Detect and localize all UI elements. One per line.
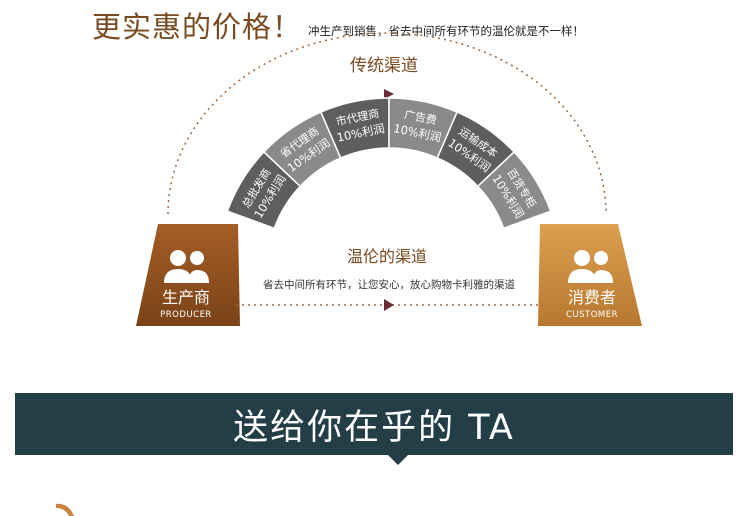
customer-block: 消费者 CUSTOMER [538, 224, 642, 326]
headline-subtitle: 冲生产到销售，省去中间所有环节的温伦就是不一样！ [308, 24, 585, 38]
producer-people-icon [164, 250, 209, 283]
traditional-channel-label: 传统渠道 [350, 56, 418, 76]
headline-title: 更实惠的价格！ [92, 10, 303, 44]
headline: 更实惠的价格！ 冲生产到销售，省去中间所有环节的温伦就是不一样！ [92, 6, 584, 44]
direct-arrow-icon [384, 299, 394, 311]
customer-people-icon [568, 250, 613, 283]
producer-block: 生产商 PRODUCER [136, 224, 240, 326]
banner-notch [388, 455, 408, 465]
producer-label: 生产商 [162, 288, 210, 307]
gift-banner: 送给你在乎的 TA [15, 393, 733, 455]
customer-label-en: CUSTOMER [566, 310, 618, 320]
channel-diagram: 传统渠道 总批发商10%利润省代理商10%利润市代理商10%利润广告费10%利润… [136, 32, 642, 326]
customer-label: 消费者 [568, 288, 616, 307]
gift-banner-text: 送给你在乎的 TA [233, 407, 515, 448]
segment-6 [476, 150, 552, 230]
producer-label-en: PRODUCER [160, 310, 212, 320]
corner-ornament-icon [56, 503, 74, 516]
traditional-arrow-icon [384, 89, 394, 99]
direct-channel-label: 温伦的渠道 [347, 247, 427, 266]
segments-ring: 总批发商10%利润省代理商10%利润市代理商10%利润广告费10%利润运输成本1… [226, 97, 552, 230]
direct-channel-description: 省去中间所有环节，让您安心，放心购物卡利雅的渠道 [263, 278, 515, 291]
